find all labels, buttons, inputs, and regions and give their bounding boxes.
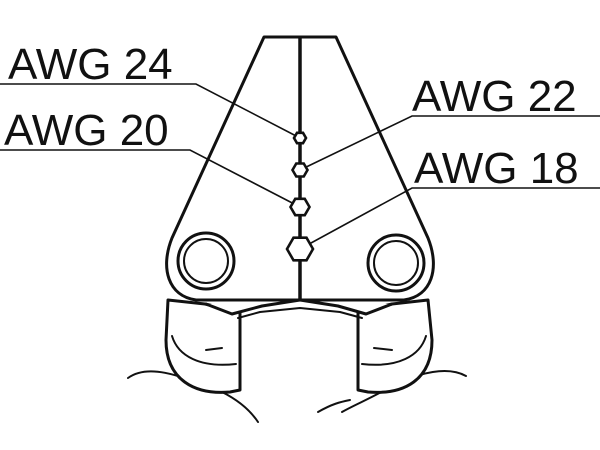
crimp-cavity-awg-24	[292, 131, 308, 145]
handle-curve-bottom-right	[317, 399, 351, 413]
crimp-cavity-awg-22	[290, 162, 310, 178]
label-awg-22: AWG 22	[412, 72, 577, 121]
leader-awg-22	[299, 115, 600, 171]
lower-arm-right	[356, 298, 434, 394]
label-awg-18: AWG 18	[414, 144, 579, 193]
pivot-bolt-right-inner	[373, 240, 419, 286]
pivot-bolt-right-outer	[366, 233, 426, 293]
jaw-throat	[204, 298, 394, 316]
pivot-bolt-left-inner	[183, 238, 229, 284]
leader-awg-20	[0, 149, 301, 208]
lower-arm-right-inner	[361, 335, 427, 366]
label-awg-20: AWG 20	[4, 106, 169, 155]
lower-arm-left-tick	[205, 347, 223, 351]
crimp-cavity-awg-20	[288, 197, 312, 217]
label-awg-24: AWG 24	[8, 40, 173, 89]
crimp-cavity-awg-18	[285, 236, 315, 262]
leader-awg-24	[0, 83, 301, 139]
leader-awg-18	[299, 187, 600, 250]
lower-arm-left	[164, 298, 242, 394]
pivot-bolt-left-outer	[176, 231, 236, 291]
jaw-throat-inner	[237, 307, 363, 319]
lower-arm-left-inner	[171, 335, 237, 366]
lower-arm-right-tick	[373, 347, 393, 351]
